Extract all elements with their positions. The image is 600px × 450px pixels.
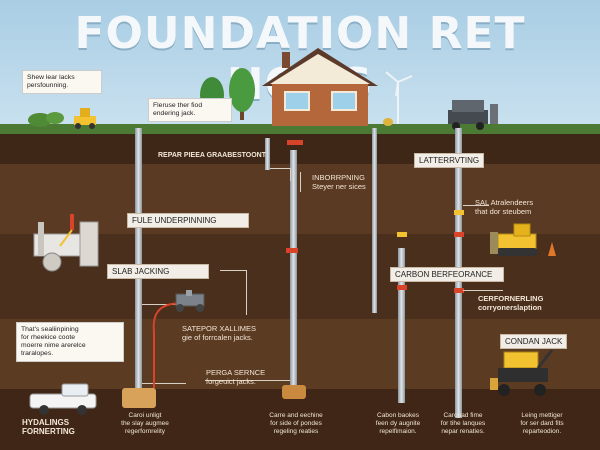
bedrock-layer <box>0 389 600 450</box>
grass-layer <box>0 124 600 134</box>
leader-line <box>205 380 290 381</box>
bush-icon <box>28 112 64 127</box>
truck-icon <box>29 383 97 415</box>
bottom-note-2: Carre and eechine for side of pondes reg… <box>269 412 323 435</box>
leader-line <box>463 205 489 206</box>
red-bracket <box>287 140 303 145</box>
callout-top-mid: Fleruse ther fiod endering jack. <box>148 98 232 122</box>
callout-left-bottom: HYDALINGS FORNERTING <box>22 418 75 436</box>
red-band <box>454 288 464 293</box>
surface-scene <box>28 48 498 130</box>
bottom-note-1: Caroi unligt the slay augmee regerfornre… <box>121 412 169 435</box>
red-band <box>454 232 464 237</box>
pier-pipe-1 <box>135 128 142 393</box>
yellow-band <box>454 210 464 215</box>
bottom-note-5: Leing mettiger for ser dard fits reparte… <box>520 412 564 435</box>
house-icon <box>262 48 378 126</box>
plant-icon <box>383 118 393 126</box>
callout-top-left: Shew lear lacks persfounning. <box>22 70 102 94</box>
jack-machine-icon <box>33 214 99 272</box>
label-repair: REPAR PIEEA GRAABESTOONT <box>158 152 266 159</box>
jack-cart-icon <box>490 349 554 396</box>
pier-pipe-2 <box>290 150 297 395</box>
leader-line <box>220 270 247 315</box>
pier-pipe-3 <box>372 128 377 313</box>
label-carbon: CARBON BERFEORANCE <box>390 267 504 282</box>
yellow-band <box>397 232 407 237</box>
bulldozer-icon <box>490 223 556 256</box>
bottom-note-3: Cabon baokes feen dy augnite repelfimaio… <box>375 412 421 435</box>
footing-base <box>282 385 306 399</box>
windmill-icon <box>385 71 413 124</box>
leader-line <box>270 168 291 181</box>
truck-icon <box>448 100 498 130</box>
bottom-note-4: Caronad fime for tihe lanques nepar rena… <box>440 412 486 435</box>
leader-line <box>300 172 301 192</box>
leader-line <box>142 304 182 305</box>
label-lattervt: LATTERRVTING <box>414 153 485 168</box>
label-slab: SLAB JACKING <box>107 264 209 279</box>
pier-pipe-2-top <box>265 138 270 170</box>
pier-pipe-4 <box>398 248 405 403</box>
label-sal: SAL Atralendeers that dor steubem <box>475 198 534 216</box>
label-perga: PERGA SERNCE forgeuict jacks. <box>206 368 266 386</box>
leader-line <box>142 383 186 384</box>
red-band <box>397 285 407 290</box>
hydraulic-pump-icon <box>175 290 205 312</box>
label-underpinning: FULE UNDERPINNING <box>127 213 249 228</box>
label-satep: SATEPOR XALLIMES gie of forrcalen jacks. <box>182 324 257 342</box>
red-band <box>286 248 298 253</box>
footing-base <box>122 388 156 408</box>
excavator-icon <box>74 108 96 129</box>
label-inborp: INBORRPNING Steyer ner sices <box>312 173 366 191</box>
leader-line <box>463 290 503 291</box>
label-condan: CONDAN JACK <box>500 334 568 349</box>
callout-left-mid: That's sealiinpining for rheekice coote … <box>16 322 124 362</box>
label-cerfor: CERFORNERLING corryonerslaption <box>478 294 544 312</box>
topsoil-layer <box>0 134 600 164</box>
